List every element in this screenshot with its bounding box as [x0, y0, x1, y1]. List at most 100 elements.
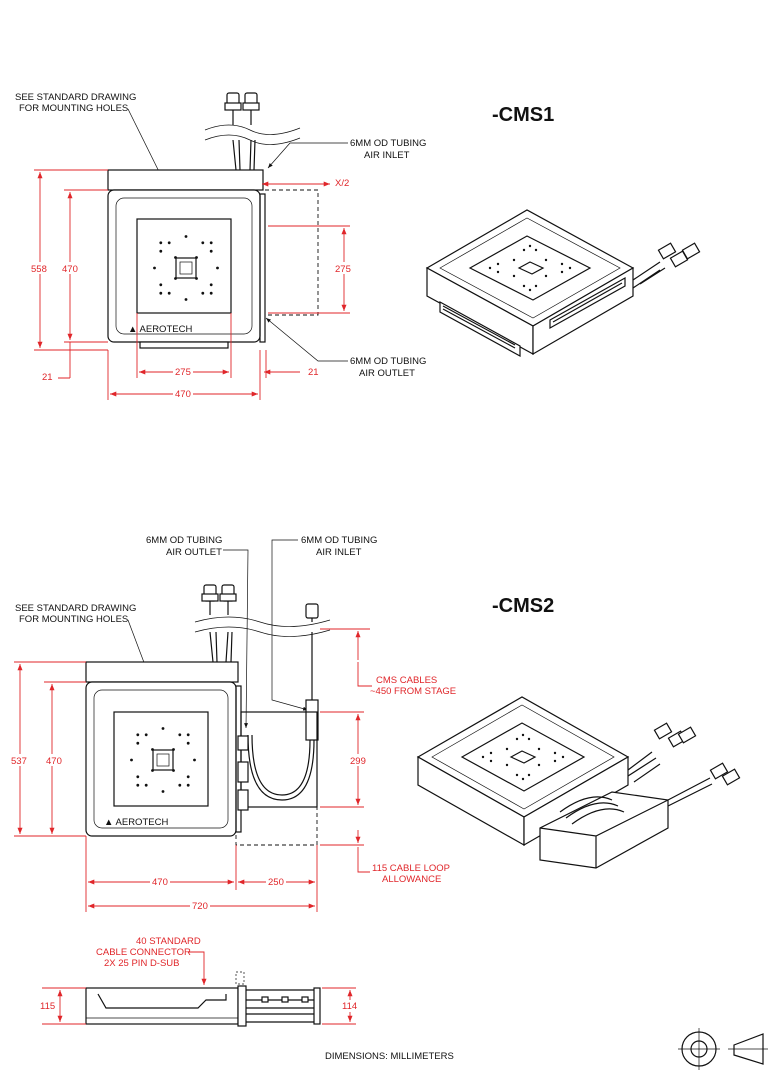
svg-text:FOR MOUNTING HOLES: FOR MOUNTING HOLES	[19, 103, 128, 114]
svg-text:CMS CABLES: CMS CABLES	[376, 675, 437, 686]
mounting-hole	[560, 270, 564, 274]
mounting-hole	[136, 783, 140, 787]
cms1-cable-connectors	[204, 92, 301, 171]
mounting-hole	[527, 737, 531, 741]
mounting-hole	[178, 733, 182, 737]
svg-text:AIR INLET: AIR INLET	[316, 547, 362, 558]
mounting-hole	[178, 783, 182, 787]
svg-text:6MM OD TUBING: 6MM OD TUBING	[350, 138, 426, 149]
mounting-hole	[159, 291, 163, 295]
mounting-hole	[534, 248, 538, 252]
mounting-hole	[159, 283, 163, 287]
mounting-hole	[144, 783, 148, 787]
mounting-hole	[144, 733, 148, 737]
cms1-isometric-holes	[488, 244, 572, 292]
mounting-hole	[167, 241, 171, 245]
cms1-stage-plan: ▲ AEROTECH	[107, 169, 266, 349]
mounting-hole	[159, 249, 163, 253]
svg-text:SEE STANDARD DRAWING: SEE STANDARD DRAWING	[15, 603, 136, 614]
mounting-hole	[151, 748, 154, 751]
mounting-hole	[209, 241, 213, 245]
mounting-hole	[186, 741, 190, 745]
mounting-hole	[515, 737, 519, 741]
cms1-mounting-holes	[153, 235, 219, 301]
svg-text:470: 470	[175, 389, 191, 400]
svg-text:SEE STANDARD DRAWING: SEE STANDARD DRAWING	[15, 92, 136, 103]
mounting-hole	[186, 775, 190, 779]
svg-text:21: 21	[308, 367, 319, 378]
cms2-dim-cms-cables: CMS CABLES ~450 FROM STAGE	[320, 628, 456, 697]
cms2-dim-250: 250	[238, 845, 318, 912]
mounting-hole	[489, 759, 493, 763]
cms2-stage-plan: ▲ AEROTECH	[85, 661, 242, 837]
cms1-title: -CMS1	[492, 104, 554, 126]
mounting-hole	[161, 727, 165, 730]
mounting-hole	[167, 291, 171, 295]
cms2-cable-loop-box	[235, 711, 318, 846]
svg-text:275: 275	[175, 367, 191, 378]
mounting-hole	[153, 266, 156, 270]
mounting-hole	[544, 274, 548, 278]
mounting-hole	[522, 248, 526, 252]
cms2-isometric-holes	[481, 733, 565, 781]
svg-text:2X 25 PIN D-SUB: 2X 25 PIN D-SUB	[104, 958, 180, 969]
cms1-dim-470-vert: 470	[60, 189, 108, 343]
mounting-hole	[544, 258, 548, 262]
mounting-hole	[553, 751, 557, 755]
svg-text:X/2: X/2	[335, 178, 349, 189]
svg-text:AIR INLET: AIR INLET	[364, 150, 410, 161]
mounting-hole	[553, 759, 557, 763]
svg-text:275: 275	[335, 264, 351, 275]
svg-text:470: 470	[62, 264, 78, 275]
mounting-hole	[201, 241, 205, 245]
mounting-hole	[130, 758, 133, 762]
mounting-hole	[515, 773, 519, 777]
mounting-hole	[184, 298, 188, 301]
cms1-isometric-view	[425, 209, 701, 358]
cms2-dim-114: 114	[322, 987, 360, 1025]
cms2-air-outlet-note: 6MM OD TUBING AIR OUTLET	[146, 535, 249, 729]
svg-text:470: 470	[152, 877, 168, 888]
mounting-hole	[174, 277, 177, 280]
mounting-hole	[201, 291, 205, 295]
svg-text:299: 299	[350, 756, 366, 767]
mounting-hole	[195, 277, 198, 280]
svg-text:~450 FROM STAGE: ~450 FROM STAGE	[370, 686, 456, 697]
cms1-dim-558: 558	[30, 169, 108, 351]
mounting-hole	[216, 266, 219, 270]
cms2-dim-cable-loop: 115 CABLE LOOP ALLOWANCE	[320, 830, 450, 885]
mounting-hole	[534, 284, 538, 288]
mounting-hole	[496, 270, 500, 274]
svg-text:AIR OUTLET: AIR OUTLET	[166, 547, 222, 558]
mounting-hole	[209, 283, 213, 287]
svg-text:FOR MOUNTING HOLES: FOR MOUNTING HOLES	[19, 614, 128, 625]
mounting-hole	[512, 258, 516, 262]
mounting-hole	[537, 747, 541, 751]
cms1-dashed-cable-envelope	[265, 189, 319, 316]
svg-text:6MM OD TUBING: 6MM OD TUBING	[350, 356, 426, 367]
svg-text:470: 470	[46, 756, 62, 767]
mounting-hole	[193, 758, 196, 762]
cms1-dim-x2: X/2	[262, 176, 354, 189]
mounting-hole	[172, 769, 175, 772]
mounting-hole	[568, 266, 572, 270]
cms2-isometric-view	[416, 696, 741, 869]
cms1-dim-275-vert: 275	[268, 225, 354, 314]
mounting-hole	[209, 291, 213, 295]
mounting-hole	[186, 783, 190, 787]
mounting-hole	[512, 274, 516, 278]
cms2-dim-720: 720	[88, 899, 315, 912]
mounting-hole	[184, 235, 188, 238]
mounting-hole	[527, 773, 531, 777]
mounting-hole	[136, 733, 140, 737]
svg-text:DIMENSIONS: MILLIMETERS: DIMENSIONS: MILLIMETERS	[325, 1051, 454, 1062]
cms1-dim-21-right: 21	[259, 350, 319, 400]
cms2-dim-470-horiz: 470	[85, 836, 237, 912]
mounting-hole	[481, 755, 485, 759]
svg-text:250: 250	[268, 877, 284, 888]
svg-text:AIR OUTLET: AIR OUTLET	[359, 368, 415, 379]
mounting-hole	[136, 741, 140, 745]
svg-text:115 CABLE LOOP: 115 CABLE LOOP	[372, 863, 450, 874]
mounting-hole	[489, 751, 493, 755]
mounting-hole	[488, 266, 492, 270]
